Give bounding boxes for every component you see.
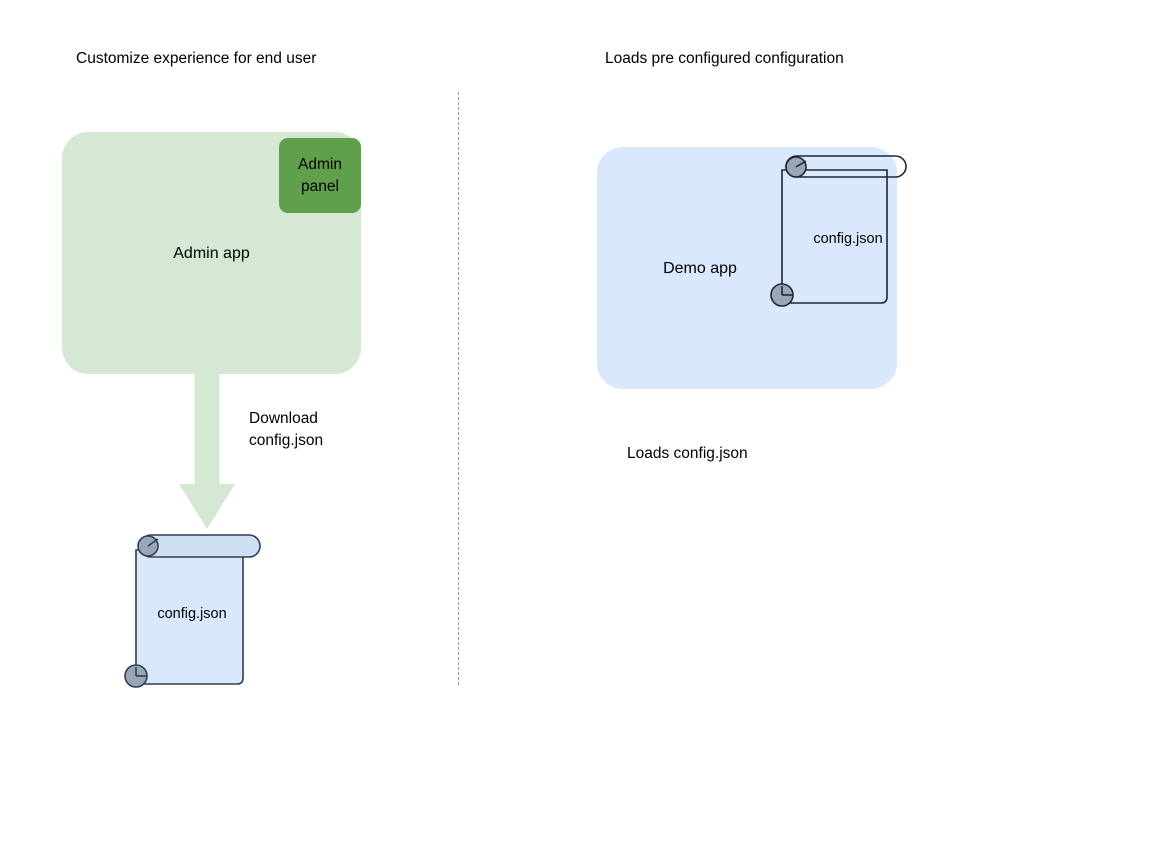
demo-app-label: Demo app (663, 260, 737, 277)
right-column-title: Loads pre configured configuration (605, 50, 844, 67)
loads-config-caption: Loads config.json (627, 445, 748, 462)
demo-app-box[interactable]: Demo app (597, 147, 897, 389)
scroll-icon (770, 155, 907, 307)
admin-panel-label: Admin panel (298, 155, 342, 195)
admin-app-label: Admin app (173, 245, 250, 262)
config-json-label-right: config.json (813, 231, 883, 247)
admin-panel-badge[interactable]: Admin panel (279, 138, 361, 213)
config-json-document-right[interactable]: config.json (770, 152, 910, 307)
download-arrow-icon (179, 372, 235, 529)
config-json-document-left[interactable]: config.json (118, 528, 266, 690)
column-divider (458, 92, 459, 685)
scroll-icon (124, 534, 261, 688)
left-column-title: Customize experience for end user (76, 50, 317, 67)
config-json-label-left: config.json (157, 606, 227, 622)
download-arrow-label: Download config.json (249, 410, 324, 449)
